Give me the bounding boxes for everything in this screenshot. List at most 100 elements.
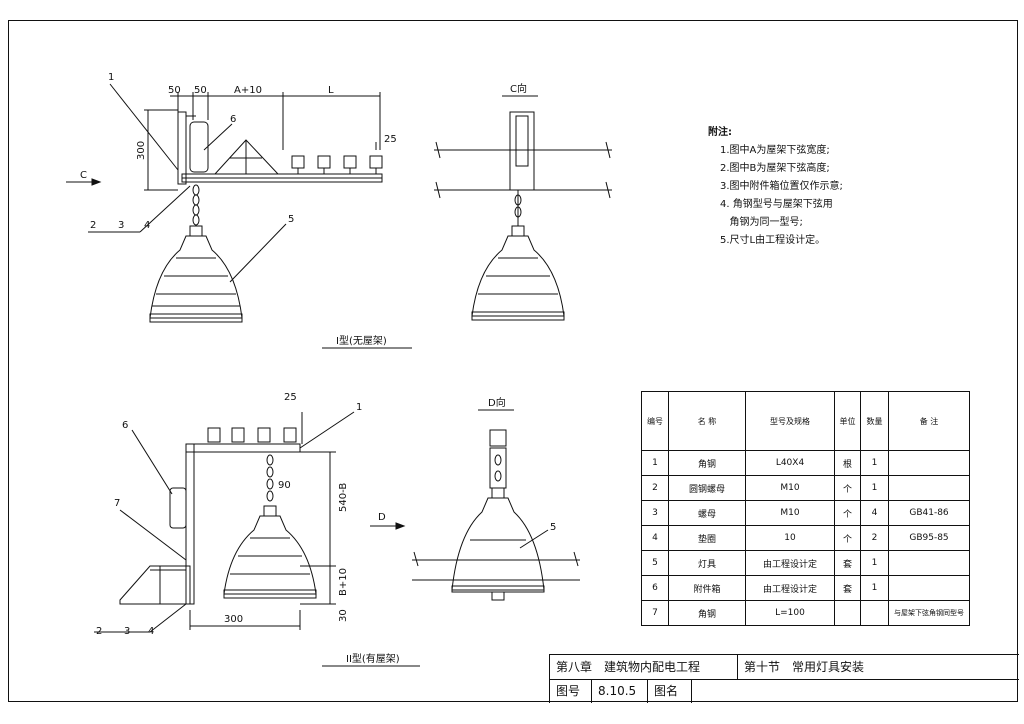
cell: 角钢	[668, 600, 746, 626]
note-item: 2.图中B为屋架下弦高度;	[720, 163, 830, 174]
header-remark: 备 注	[888, 391, 970, 451]
cell: M10	[745, 500, 835, 526]
header-qty: 数量	[860, 391, 889, 451]
cell	[888, 475, 970, 501]
table-row: 6 附件箱 由工程设计定 套 1	[641, 575, 970, 601]
note-item: 5.尺寸L由工程设计定。	[720, 235, 826, 246]
dim-540-b: 540-B	[338, 483, 349, 512]
dim-a-plus-10: A+10	[234, 85, 262, 96]
cell: 5	[641, 550, 669, 576]
callout-6-b: 6	[122, 420, 128, 431]
table-row: 4 垫圈 10 个 2 GB95-85	[641, 525, 970, 551]
chapter-title: 第八章 建筑物内配电工程	[550, 655, 738, 679]
parts-table: 编号 名 称 型号及规格 单位 数量 备 注 1 角钢 L40X4 根 1 2 …	[641, 391, 970, 626]
cell	[888, 450, 970, 476]
dim-l: L	[328, 85, 334, 96]
dim-50-b: 50	[194, 85, 207, 96]
cell: 灯具	[668, 550, 746, 576]
type2-view	[94, 411, 420, 667]
cell: GB95-85	[888, 525, 970, 551]
dim-25-a: 25	[384, 134, 397, 145]
callout-7-b: 7	[114, 498, 120, 509]
cell: 4	[860, 500, 889, 526]
notes-title: 附注:	[708, 127, 732, 138]
cell: 套	[834, 575, 861, 601]
dim-300-b: 300	[224, 614, 243, 625]
type1-view	[66, 83, 412, 349]
note-item: 1.图中A为屋架下弦宽度;	[720, 145, 830, 156]
cell: 3	[641, 500, 669, 526]
cell: 个	[834, 475, 861, 501]
dim-b-plus-10: B+10	[338, 568, 349, 596]
type2-caption: II型(有屋架)	[346, 652, 400, 665]
cell: 1	[860, 550, 889, 576]
cell	[860, 600, 889, 626]
callout-2-a: 2	[90, 220, 96, 231]
cell: M10	[745, 475, 835, 501]
header-name: 名 称	[668, 391, 746, 451]
cell: 7	[641, 600, 669, 626]
title-block: 第八章 建筑物内配电工程 第十节 常用灯具安装 图号 8.10.5 图名	[549, 654, 1019, 703]
table-row: 7 角钢 L=100 与屋架下弦角钢同型号	[641, 600, 970, 626]
cell: 套	[834, 550, 861, 576]
cell: 垫圈	[668, 525, 746, 551]
view-d	[412, 409, 580, 601]
callout-4-a: 4	[144, 220, 150, 231]
cell: 个	[834, 500, 861, 526]
cell: 由工程设计定	[745, 550, 835, 576]
cell	[888, 550, 970, 576]
cell: 圆钢螺母	[668, 475, 746, 501]
cell: 角钢	[668, 450, 746, 476]
dim-300-a: 300	[136, 141, 147, 160]
callout-6-a: 6	[230, 114, 236, 125]
type1-caption: I型(无屋架)	[336, 334, 387, 347]
figure-number: 8.10.5	[592, 679, 648, 703]
callout-3-a: 3	[118, 220, 124, 231]
callout-1-a: 1	[108, 72, 114, 83]
callout-1-b: 1	[356, 402, 362, 413]
table-row: 2 圆钢螺母 M10 个 1	[641, 475, 970, 501]
cell: 螺母	[668, 500, 746, 526]
cell: L=100	[745, 600, 835, 626]
drawing-frame	[8, 20, 1018, 702]
title-block-row-1: 第八章 建筑物内配电工程 第十节 常用灯具安装	[550, 655, 1019, 680]
cell: 1	[860, 575, 889, 601]
cell: 1	[860, 475, 889, 501]
figure-name-label: 图名	[648, 679, 692, 703]
header-unit: 单位	[834, 391, 861, 451]
cell: 个	[834, 525, 861, 551]
dim-30: 30	[338, 609, 349, 622]
cell: 10	[745, 525, 835, 551]
note-item: 4. 角钢型号与屋架下弦用	[720, 199, 833, 210]
cell: 6	[641, 575, 669, 601]
table-row: 3 螺母 M10 个 4 GB41-86	[641, 500, 970, 526]
section-title: 第十节 常用灯具安装	[744, 660, 865, 674]
cell: 根	[834, 450, 861, 476]
figure-number-label: 图号	[550, 679, 592, 703]
dim-90: 90	[278, 480, 291, 491]
note-item: 角钢为同一型号;	[720, 217, 803, 228]
callout-5-d: 5	[550, 522, 556, 533]
cell: 1	[641, 450, 669, 476]
cell: L40X4	[745, 450, 835, 476]
view-c	[434, 95, 612, 321]
arrow-c-label: C	[80, 170, 87, 181]
callout-2-b: 2	[96, 626, 102, 637]
cell: GB41-86	[888, 500, 970, 526]
notes-block: 附注: 1.图中A为屋架下弦宽度; 2.图中B为屋架下弦高度; 3.图中附件箱位…	[708, 124, 843, 250]
table-row: 1 角钢 L40X4 根 1	[641, 450, 970, 476]
table-row: 5 灯具 由工程设计定 套 1	[641, 550, 970, 576]
cell: 2	[860, 525, 889, 551]
cell: 附件箱	[668, 575, 746, 601]
arrow-d-label: D	[378, 512, 386, 523]
cell: 2	[641, 475, 669, 501]
cell: 由工程设计定	[745, 575, 835, 601]
view-d-label: D向	[488, 396, 506, 409]
header-no: 编号	[641, 391, 669, 451]
dim-25-b: 25	[284, 392, 297, 403]
cell	[834, 600, 861, 626]
cell: 1	[860, 450, 889, 476]
cell: 4	[641, 525, 669, 551]
